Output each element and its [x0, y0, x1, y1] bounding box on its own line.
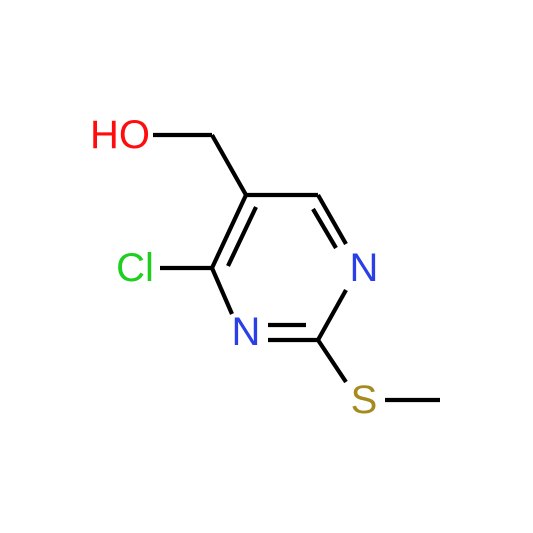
bond-ch2-c5 — [210, 133, 248, 197]
ring-nitrogen-right-label: N — [350, 246, 379, 290]
bond-c4-c5 — [210, 194, 248, 269]
ring-nitrogen-left-label: N — [232, 310, 261, 354]
bond-n1-c2 — [316, 288, 348, 342]
bond-n3-c4 — [210, 267, 234, 315]
sulfur-label: S — [351, 378, 378, 422]
bond-c6-n1-inner — [311, 207, 338, 250]
hydroxyl-label: HO — [90, 113, 150, 157]
bond-c2-s — [316, 338, 348, 384]
chlorine-label: Cl — [116, 246, 154, 290]
atom-labels: HO Cl N N S — [90, 113, 378, 422]
bonds — [153, 132, 440, 403]
bond-c6-n1 — [316, 193, 348, 246]
bond-c4-c5-inner — [226, 206, 258, 267]
